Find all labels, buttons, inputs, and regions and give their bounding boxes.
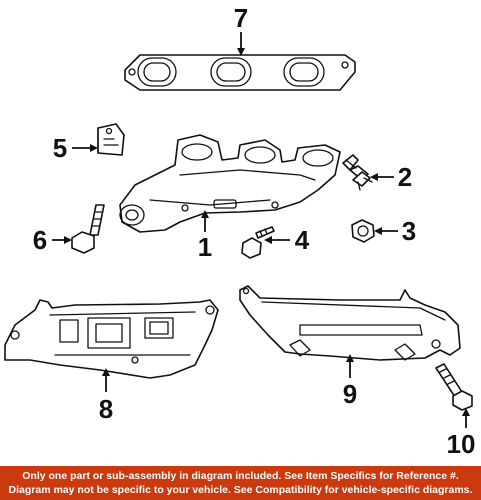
part-2-stud — [342, 154, 373, 191]
part-10-bolt — [435, 363, 473, 411]
callout-1: 1 — [198, 232, 212, 262]
disclaimer-line-1: Only one part or sub-assembly in diagram… — [22, 470, 459, 482]
part-7-manifold-gasket — [124, 54, 356, 91]
callout-10: 10 — [447, 429, 476, 459]
parts-diagram: 7 5 1 2 3 4 6 8 9 10 — [4, 3, 476, 459]
part-9-heat-shield — [239, 285, 461, 361]
part-6-bolt — [71, 204, 105, 254]
callout-6: 6 — [33, 225, 47, 255]
part-1-exhaust-manifold — [119, 134, 341, 233]
callout-5: 5 — [53, 133, 67, 163]
part-5-bracket — [97, 123, 125, 156]
callout-8: 8 — [99, 394, 113, 424]
callout-7: 7 — [234, 3, 248, 33]
callout-9: 9 — [343, 379, 357, 409]
callout-2: 2 — [398, 162, 412, 192]
part-3-nut — [351, 219, 375, 243]
part-8-heat-shield — [4, 299, 219, 379]
part-4-bolt — [241, 226, 275, 259]
callout-3: 3 — [402, 216, 416, 246]
disclaimer-banner: Only one part or sub-assembly in diagram… — [0, 466, 481, 500]
disclaimer-line-2: Diagram may not be specific to your vehi… — [8, 484, 473, 496]
callout-4: 4 — [295, 225, 310, 255]
